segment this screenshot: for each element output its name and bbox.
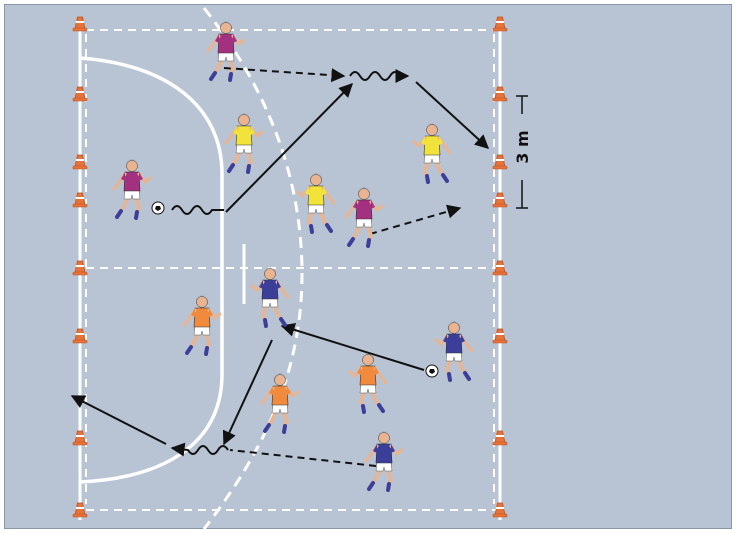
- training-drill-diagram: 3 m: [4, 4, 732, 529]
- ball: [426, 365, 438, 377]
- ball: [152, 202, 164, 214]
- scale-label: 3 m: [513, 130, 532, 163]
- pitch-surface: [5, 5, 732, 529]
